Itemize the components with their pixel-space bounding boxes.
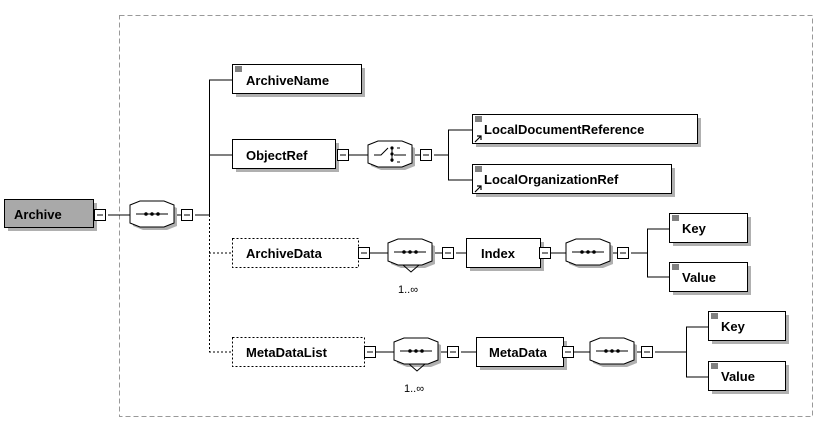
element-local-organization-ref[interactable]: LocalOrganizationRef [472,164,676,198]
element-index-value[interactable]: Value [669,262,752,296]
element-archive-data[interactable]: ArchiveData [232,238,359,268]
choice-compositor[interactable] [367,140,415,170]
element-archive-label: Archive [14,207,62,222]
expand-toggle-archive[interactable] [94,209,106,221]
expand-toggle-choice[interactable] [420,149,432,161]
occurrence-label-metadata-list: 1..∞ [404,383,424,395]
sequence-compositor-root[interactable] [129,200,177,230]
sequence-compositor-archive-data[interactable] [387,238,435,273]
element-archive-name-label: ArchiveName [246,73,329,88]
element-index-label: Index [481,246,516,261]
element-archive-data-label: ArchiveData [246,246,323,261]
element-index-key[interactable]: Key [669,213,752,247]
expand-toggle-archive-data-sequence[interactable] [442,247,454,259]
element-local-document-reference-label: LocalDocumentReference [484,122,644,137]
element-metadata-value[interactable]: Value [708,361,790,395]
element-metadata[interactable]: MetaData [476,337,568,371]
element-metadata-list[interactable]: MetaDataList [232,337,365,367]
sequence-compositor-metadata-list[interactable] [393,337,441,372]
element-object-ref[interactable]: ObjectRef [232,139,340,173]
element-metadata-list-label: MetaDataList [246,345,328,360]
element-metadata-value-label: Value [721,369,755,384]
element-local-document-reference[interactable]: LocalDocumentReference [472,114,702,148]
expand-toggle-metadata-list[interactable] [364,346,376,358]
sequence-compositor-index[interactable] [565,238,613,268]
element-local-organization-ref-label: LocalOrganizationRef [484,172,619,187]
expand-toggle-object-ref[interactable] [337,149,349,161]
element-metadata-label: MetaData [489,345,548,360]
element-object-ref-label: ObjectRef [246,148,308,163]
element-metadata-key[interactable]: Key [708,311,790,345]
element-archive[interactable]: Archive [4,199,98,232]
expand-toggle-index[interactable] [539,247,551,259]
expand-toggle-metadata-sequence[interactable] [641,346,653,358]
expand-toggle-metadata[interactable] [562,346,574,358]
element-index-value-label: Value [682,270,716,285]
element-archive-name[interactable]: ArchiveName [232,64,366,98]
expand-toggle-root-sequence[interactable] [181,209,193,221]
element-index[interactable]: Index [466,238,545,272]
expand-toggle-metadata-list-sequence[interactable] [447,346,459,358]
optional-connectors [209,215,232,353]
occurrence-label-archive-data: 1..∞ [398,284,418,296]
expand-toggle-archive-data[interactable] [358,247,370,259]
connectors [108,79,708,378]
element-metadata-key-label: Key [721,319,746,334]
sequence-compositor-metadata[interactable] [589,337,637,367]
element-index-key-label: Key [682,221,707,236]
type-boundary [119,15,813,417]
expand-toggle-index-sequence[interactable] [617,247,629,259]
